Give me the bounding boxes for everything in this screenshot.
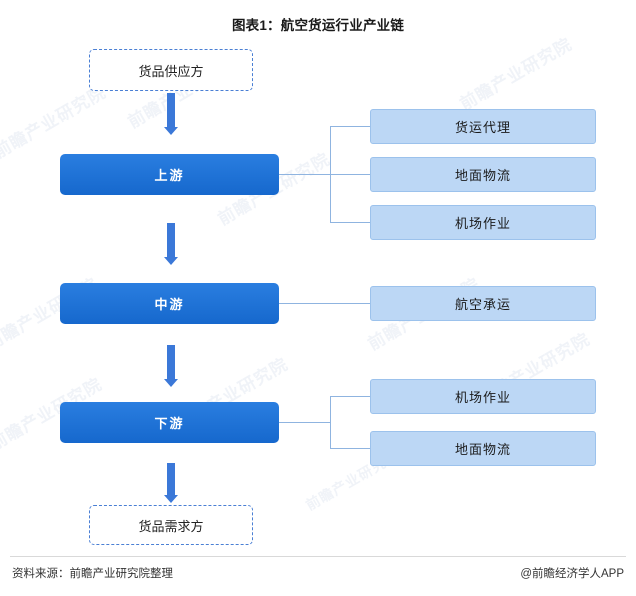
source-text: 资料来源：前瞻产业研究院整理 [12, 568, 173, 580]
connector-upstream-branch-1 [330, 126, 370, 127]
node-midstream[interactable]: 中游 [60, 283, 279, 324]
arrow-midstream-to-downstream [164, 345, 178, 387]
connector-downstream-branch-1 [330, 396, 370, 397]
branch-midstream-1[interactable]: 航空承运 [370, 286, 596, 321]
watermark: 前瞻产业研究院 [456, 34, 576, 114]
branch-upstream-1[interactable]: 货运代理 [370, 109, 596, 144]
node-demander[interactable]: 货品需求方 [89, 505, 253, 545]
arrow-upstream-to-midstream [164, 223, 178, 265]
connector-midstream-branch-1 [279, 303, 370, 304]
footer-divider [10, 556, 626, 557]
brand-text: @前瞻经济学人APP [520, 568, 624, 580]
connector-upstream-branch-2 [330, 174, 370, 175]
connector-downstream-branch-2 [330, 448, 370, 449]
node-downstream[interactable]: 下游 [60, 402, 279, 443]
connector-downstream-stub [279, 422, 330, 423]
connector-downstream-bus [330, 396, 331, 448]
node-supplier[interactable]: 货品供应方 [89, 49, 253, 91]
page-title: 图表1：航空货运行业产业链 [231, 18, 405, 33]
arrow-downstream-to-demander [164, 463, 178, 503]
branch-downstream-1[interactable]: 机场作业 [370, 379, 596, 414]
branch-upstream-2[interactable]: 地面物流 [370, 157, 596, 192]
branch-upstream-3[interactable]: 机场作业 [370, 205, 596, 240]
connector-upstream-stub [279, 174, 330, 175]
node-upstream[interactable]: 上游 [60, 154, 279, 195]
arrow-supplier-to-upstream [164, 93, 178, 135]
branch-downstream-2[interactable]: 地面物流 [370, 431, 596, 466]
connector-upstream-branch-3 [330, 222, 370, 223]
